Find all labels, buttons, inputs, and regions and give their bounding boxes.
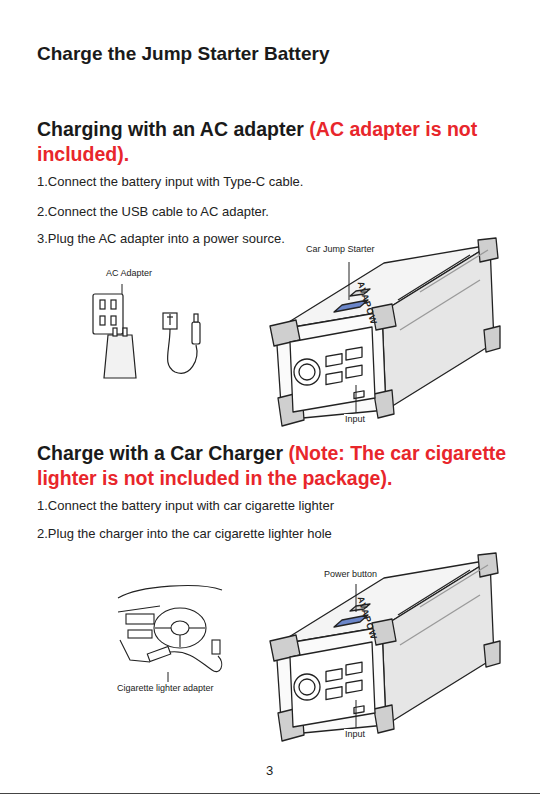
car-interior-drawing [118, 586, 222, 672]
page-rule [0, 793, 540, 794]
part-label: Cigarette lighter adapter [116, 683, 215, 693]
section-heading: Charge with a Car Charger (Note: The car… [37, 441, 527, 492]
part-label: Car Jump Starter [305, 244, 376, 254]
step-text: 3.Plug the AC adapter into a power sourc… [37, 232, 285, 247]
step-text: 2.Plug the charger into the car cigarett… [37, 527, 332, 542]
section-heading: Charging with an AC adapter (AC adapter … [37, 117, 527, 168]
heading-text: Charging with an AC adapter [37, 118, 304, 140]
jump-starter-drawing [270, 553, 500, 741]
part-label: Input [344, 729, 366, 739]
step-text: 2.Connect the USB cable to AC adapter. [37, 205, 269, 220]
part-label: Input [344, 414, 366, 424]
ac-adapter-drawing [93, 294, 200, 378]
step-text: 1.Connect the battery input with car cig… [37, 499, 334, 514]
page-title: Charge the Jump Starter Battery [37, 42, 329, 67]
part-label: Power button [323, 569, 378, 579]
page-number: 3 [266, 764, 273, 779]
step-text: 1.Connect the battery input with Type-C … [37, 175, 303, 190]
jump-starter-drawing [270, 238, 500, 426]
heading-text: Charge with a Car Charger [37, 442, 283, 464]
leader-lines [122, 262, 356, 728]
part-label: AC Adapter [105, 268, 153, 278]
